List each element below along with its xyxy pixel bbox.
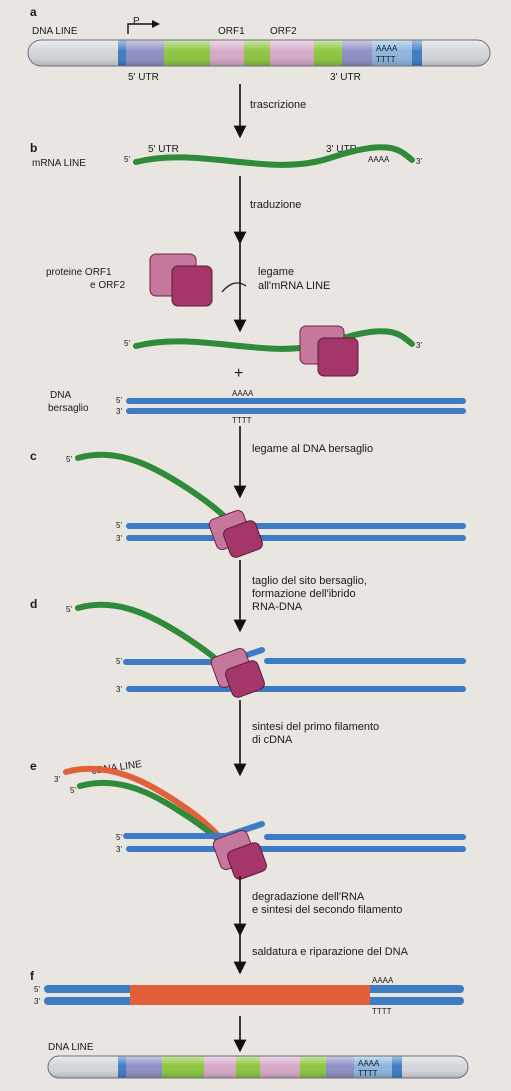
f-polyT: TTTT [372,1007,392,1016]
f-end5: 5' [34,985,40,994]
orf1-label: ORF1 [218,26,245,37]
step-target-binding: legame al DNA bersaglio [252,443,373,455]
polyA-label-top: AAAA [376,44,398,53]
c-dna-bottom [126,535,466,541]
plus-sign: + [234,365,243,382]
mrna-line-label: mRNA LINE [32,158,86,169]
d-rna-end5: 5' [66,605,72,614]
promoter-arrow [128,24,154,34]
e-end3: 3' [116,845,122,854]
step-cleavage: taglio del sito bersaglio, formazione de… [252,575,370,613]
d-end5: 5' [116,657,122,666]
bottom-polyT: TTTT [358,1069,378,1078]
utr5-label: 5' UTR [128,72,159,83]
step-degradation: degradazione dell'RNA e sintesi del seco… [252,891,402,916]
e-dna-top-right [264,834,466,840]
panel-label-a: a [30,5,37,19]
c-dna-top [126,523,466,529]
mrna-utr5-label: 5' UTR [148,144,179,155]
panel-label-d: d [30,597,37,611]
utr3-label: 3' UTR [330,72,361,83]
dna-line-label-top: DNA LINE [32,26,78,37]
promoter-label: P [133,16,140,27]
step-transcription: trascrizione [250,99,306,111]
e-cdna-end3: 3' [54,775,60,784]
binding-label-line2: all'mRNA LINE [258,280,330,292]
proteins-label-line1: proteine ORF1 [46,267,112,278]
step-repair: saldatura e riparazione del DNA [252,946,409,958]
step-translation: traduzione [250,199,301,211]
panel-label-b: b [30,141,37,155]
e-rna-end5: 5' [70,786,76,795]
d-dna-bottom [126,686,466,692]
bottom-polyA: AAAA [358,1059,380,1068]
target-dna-bottom-strand [126,408,466,414]
panel-label-c: c [30,449,37,463]
rnp-end3: 3' [416,341,422,350]
target-dna-top-strand [126,398,466,404]
e-end5: 5' [116,833,122,842]
polyT-label-top: TTTT [376,55,396,64]
panel-label-f: f [30,969,35,983]
target-polyA: AAAA [232,389,254,398]
c-end3: 3' [116,534,122,543]
target-end5: 5' [116,396,122,405]
c-rna-end5: 5' [66,455,72,464]
dna-line-label-bottom: DNA LINE [48,1042,94,1053]
e-dna-bottom [126,846,466,852]
orf2-label: ORF2 [270,26,297,37]
step-first-strand: sintesi del primo filamento di cDNA [252,721,382,746]
panel-label-e: e [30,759,37,773]
binding-label-line1: legame [258,266,294,278]
rnp-end5: 5' [124,339,130,348]
proteins-label-line2: e ORF2 [90,280,125,291]
bottom-outline [48,1056,468,1078]
d-end3: 3' [116,685,122,694]
c-end5: 5' [116,521,122,530]
f-polyA: AAAA [372,976,394,985]
orf-proteins-icon [150,254,212,306]
rnp-mrna-strand [136,331,412,349]
c-proteins [208,509,264,559]
mrna-end3: 3' [416,157,422,166]
dna-line-element-top: AAAA TTTT [28,40,490,66]
dna-line-element-bottom: AAAA TTTT [48,1056,468,1078]
binding-connector [222,283,246,292]
target-dna-label-line2: bersaglio [48,403,89,414]
mrna-end5: 5' [124,155,130,164]
target-end3: 3' [116,407,122,416]
promoter-arrow-head [152,20,160,28]
d-dna-top-right [264,658,466,664]
target-polyT: TTTT [232,416,252,425]
f-end3: 3' [34,997,40,1006]
element-outline [28,40,490,66]
mrna-polyA: AAAA [368,155,390,164]
target-dna-label-line1: DNA [50,390,71,401]
f-insertion [130,985,370,1005]
f-integrated-dna [44,985,464,1005]
